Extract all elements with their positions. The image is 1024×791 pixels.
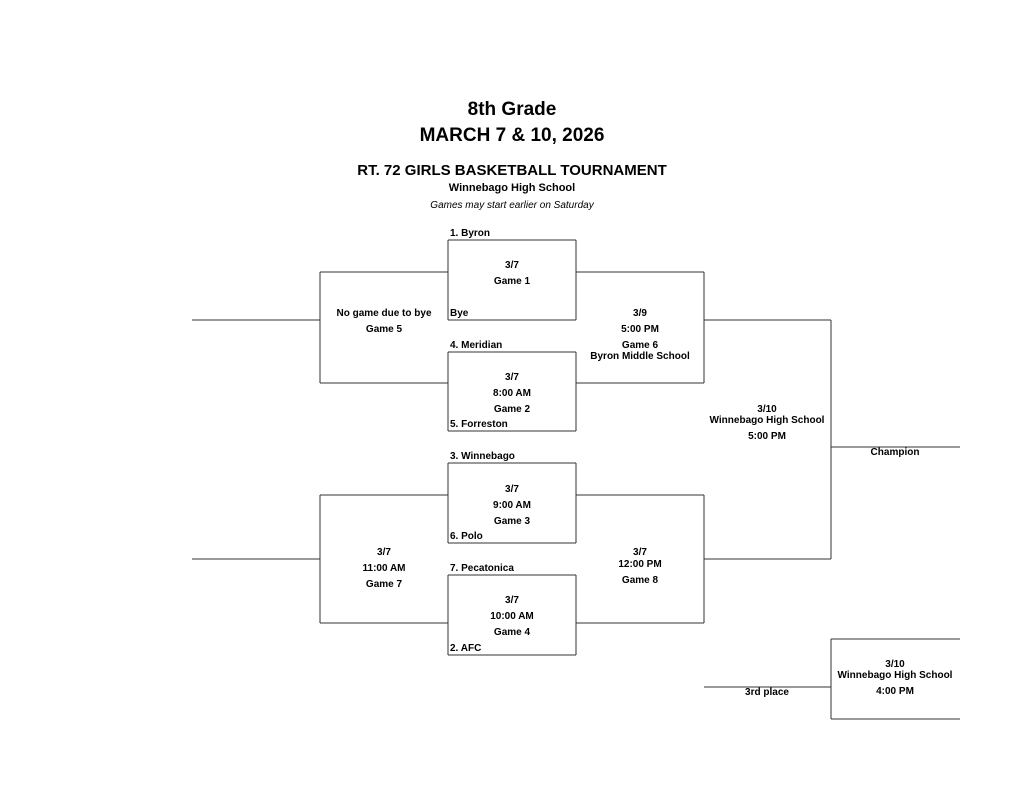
game8-time: 12:00 PM	[618, 559, 662, 570]
final-date: 3/10	[757, 404, 777, 415]
tournament-title: RT. 72 GIRLS BASKETBALL TOURNAMENT	[357, 162, 667, 179]
team-pecatonica: 7. Pecatonica	[450, 563, 514, 574]
game5-label: Game 5	[365, 324, 403, 335]
third-place-label: 3rd place	[745, 687, 789, 698]
game2-date: 3/7	[505, 372, 519, 383]
game1-date: 3/7	[505, 260, 519, 271]
game6-date: 3/9	[633, 308, 647, 319]
game8-date: 3/7	[633, 547, 647, 558]
game5-note: No game due to bye	[336, 308, 432, 319]
game1-label: Game 1	[493, 276, 531, 287]
team-polo: 6. Polo	[450, 531, 483, 542]
schedule-note: Games may start earlier on Saturday	[430, 200, 594, 211]
host-school: Winnebago High School	[448, 182, 576, 194]
game6-label: Game 6	[621, 340, 659, 351]
final-time: 5:00 PM	[748, 431, 786, 442]
game4-date: 3/7	[505, 595, 519, 606]
final-site: Winnebago High School	[709, 415, 825, 426]
game3-date: 3/7	[505, 484, 519, 495]
game2-label: Game 2	[493, 404, 531, 415]
game8-label: Game 8	[621, 575, 659, 586]
game7-label: Game 7	[365, 579, 403, 590]
game4-label: Game 4	[493, 627, 531, 638]
game6-time: 5:00 PM	[621, 324, 659, 335]
team-winnebago: 3. Winnebago	[450, 451, 515, 462]
game7-time: 11:00 AM	[362, 563, 406, 574]
third-place-date: 3/10	[885, 659, 905, 670]
game2-time: 8:00 AM	[493, 388, 531, 399]
team-forreston: 5. Forreston	[450, 419, 508, 430]
team-meridian: 4. Meridian	[450, 340, 503, 351]
team-byron: 1. Byron	[450, 228, 491, 239]
game3-time: 9:00 AM	[493, 500, 531, 511]
grade-title: 8th Grade	[467, 99, 557, 120]
game7-date: 3/7	[377, 547, 391, 558]
team-afc: 2. AFC	[450, 643, 482, 654]
third-place-site: Winnebago High School	[837, 670, 953, 681]
third-place-time: 4:00 PM	[876, 686, 914, 697]
champion-label: Champion	[870, 447, 920, 458]
game4-time: 10:00 AM	[490, 611, 534, 622]
game3-label: Game 3	[493, 516, 531, 527]
dates-title: MARCH 7 & 10, 2026	[419, 125, 605, 146]
team-bye: Bye	[450, 308, 469, 319]
game6-site: Byron Middle School	[590, 351, 690, 362]
